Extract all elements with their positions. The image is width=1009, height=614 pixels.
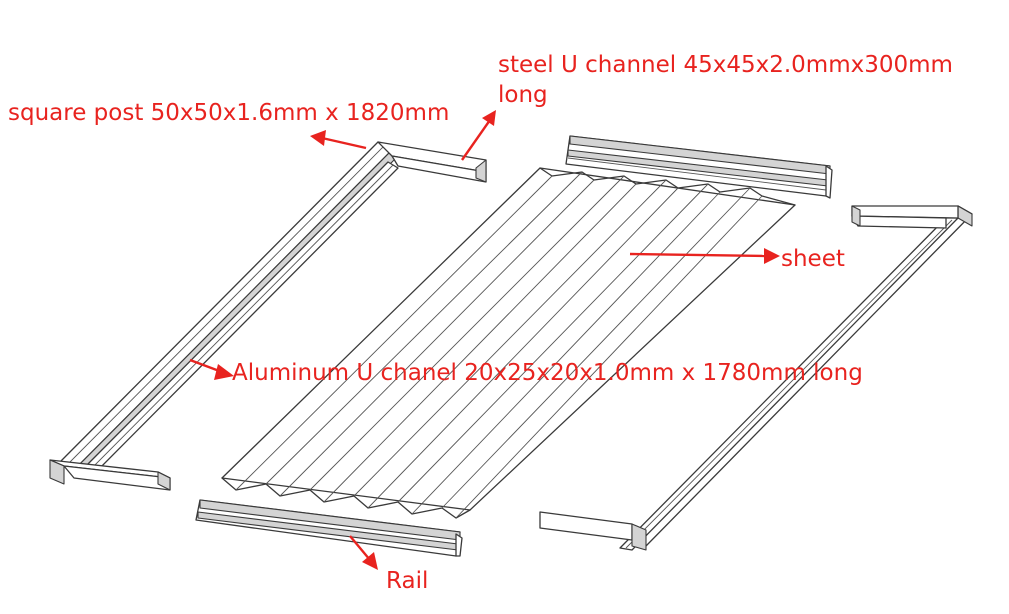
left-frame: [49, 141, 487, 491]
arrow-square-post-head: [310, 130, 326, 146]
right-bottom-arm: [539, 511, 633, 541]
arrow-steel-channel: [461, 119, 491, 161]
annotation-arrows: [189, 110, 780, 570]
bottom-rail: [195, 499, 463, 557]
label-steel-u-channel-line1: steel U channel 45x45x2.0mmx300mm: [498, 52, 953, 78]
right-frame: [539, 205, 973, 551]
arrow-steel-channel-head: [482, 110, 496, 126]
arrow-sheet: [629, 252, 767, 258]
right-post-base: [631, 523, 647, 551]
right-top-arm-end: [851, 205, 861, 227]
label-steel-u-channel-line2: long: [498, 82, 548, 108]
top-steel-channel: [565, 135, 833, 199]
label-rail: Rail: [386, 568, 429, 594]
label-square-post: square post 50x50x1.6mm x 1820mm: [8, 100, 450, 126]
label-aluminum-u-channel: Aluminum U chanel 20x25x20x1.0mm x 1780m…: [232, 360, 863, 386]
label-sheet: sheet: [781, 246, 845, 272]
left-bottom-arm-end: [157, 471, 171, 491]
left-post-base: [49, 459, 65, 485]
arrow-square-post: [321, 136, 367, 150]
arrow-rail-head: [362, 552, 378, 570]
arrow-sheet-head: [764, 248, 780, 264]
top-channel-end: [825, 165, 833, 199]
rail-end: [455, 533, 463, 557]
right-top-arm-side: [851, 215, 947, 229]
arrow-aluminum-channel-head: [214, 364, 234, 380]
left-top-arm-end: [475, 159, 487, 183]
arrow-rail: [349, 535, 371, 561]
label-steel-u-channel: steel U channel 45x45x2.0mmx300mm long: [498, 50, 953, 110]
